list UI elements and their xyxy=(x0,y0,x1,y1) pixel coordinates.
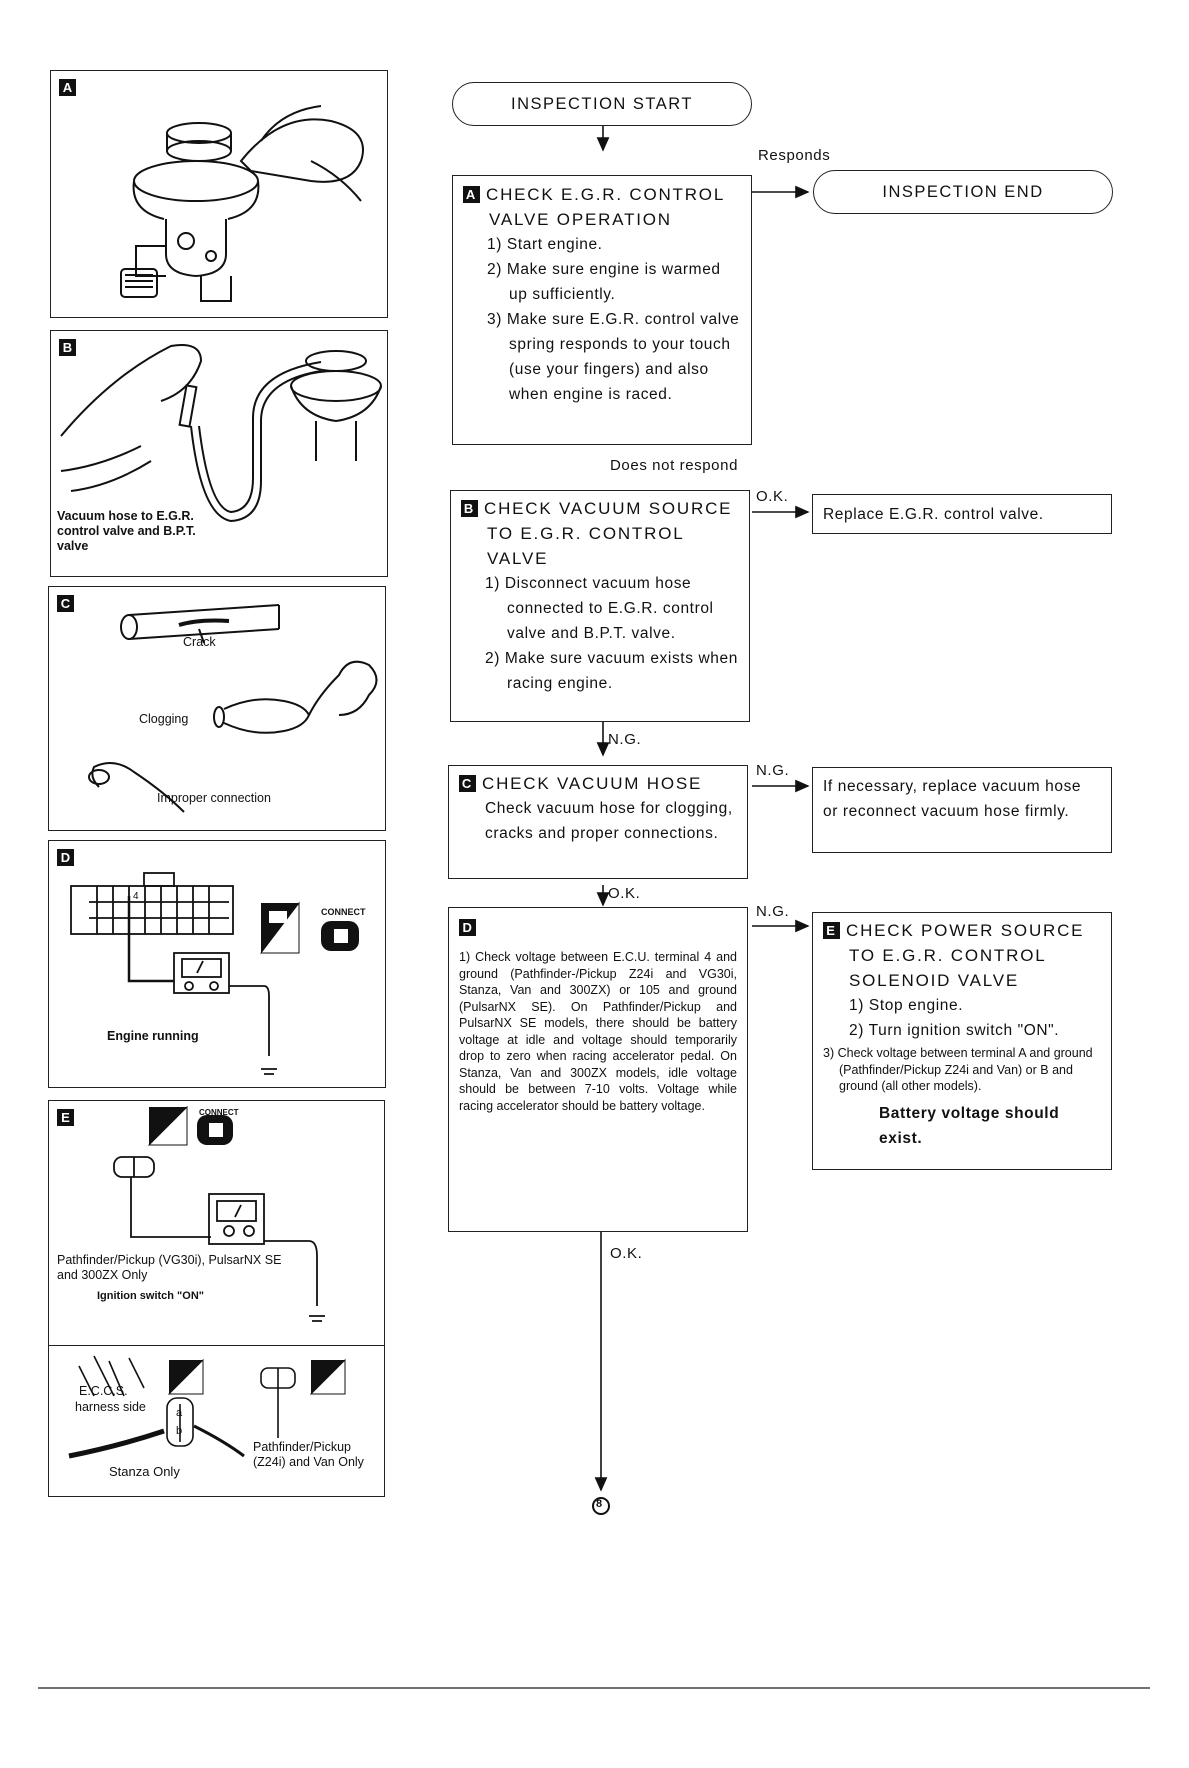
box-e-note-2: exist. xyxy=(879,1129,923,1147)
box-c-tag: C xyxy=(459,775,476,792)
check-egr-valve-operation-box: A CHECK E.G.R. CONTROL VALVE OPERATION 1)… xyxy=(452,175,752,445)
box-c-text: Check vacuum hose for clogging, cracks a… xyxy=(485,800,733,842)
box-e-step-2: 2) Turn ignition switch "ON". xyxy=(849,1022,1060,1039)
panel-f-connector-views: E.C.C.S. harness side a b Stanza Only Pa… xyxy=(48,1345,385,1497)
improper-connection-label: Improper connection xyxy=(157,791,271,805)
box-e-step-3: 3) Check voltage between terminal A and … xyxy=(823,1046,1093,1093)
box-e-tag: E xyxy=(823,922,840,939)
box-a-step-3: 3) Make sure E.G.R. control valve spring… xyxy=(487,311,740,403)
ignition-on-label: Ignition switch "ON" xyxy=(97,1290,204,1302)
replace-egr-valve-text: Replace E.G.R. control valve. xyxy=(823,506,1044,523)
connector-terminal-a-label: a xyxy=(176,1407,183,1419)
terminal-4-label: 4 xyxy=(133,891,139,902)
box-b-step-1: 1) Disconnect vacuum hose connected to E… xyxy=(485,575,714,642)
box-e-title-1: CHECK POWER SOURCE xyxy=(846,921,1085,940)
box-e-step-1: 1) Stop engine. xyxy=(849,997,964,1014)
hs-label-e: H S xyxy=(167,1133,183,1143)
crack-label: Crack xyxy=(183,635,216,649)
ng-label-2: N.G. xyxy=(756,762,790,779)
box-e-title-2: TO E.G.R. CONTROL xyxy=(849,946,1047,965)
panel-e-caption: Pathfinder/Pickup (VG30i), PulsarNX SE a… xyxy=(57,1253,282,1282)
check-ecu-voltage-box: D 1) Check voltage between E.C.U. termin… xyxy=(448,907,748,1232)
responds-label: Responds xyxy=(758,147,831,164)
box-b-title-3: VALVE xyxy=(487,549,549,568)
stanza-only-label: Stanza Only xyxy=(109,1464,180,1479)
box-c-title: CHECK VACUUM HOSE xyxy=(482,774,703,793)
panel-a-egr-valve: A xyxy=(50,70,388,318)
panel-c-tag: C xyxy=(57,595,74,612)
clogging-label: Clogging xyxy=(139,712,189,726)
inspection-end-label: INSPECTION END xyxy=(882,183,1044,201)
panel-b-caption: Vacuum hose to E.G.R. control valve and … xyxy=(57,509,196,553)
box-d-tag: D xyxy=(459,919,476,936)
check-vacuum-hose-box: C CHECK VACUUM HOSE Check vacuum hose for… xyxy=(448,765,748,879)
panel-b-tag: B xyxy=(59,339,76,356)
continue-to-step-8: 8 xyxy=(596,1498,603,1510)
ng-label-3: N.G. xyxy=(756,903,790,920)
pathfinder-van-only-label: Pathfinder/Pickup (Z24i) and Van Only xyxy=(253,1440,364,1469)
ok-label-2: O.K. xyxy=(608,885,641,902)
box-d-text: 1) Check voltage between E.C.U. terminal… xyxy=(459,950,737,1113)
panel-e-tag: E xyxy=(57,1109,74,1126)
panel-c-hose-checks: C Crack Clogging Improper connection xyxy=(48,586,386,831)
connect-label-e: CONNECT xyxy=(199,1108,239,1117)
box-e-title-3: SOLENOID VALVE xyxy=(849,971,1020,990)
eccs-label: E.C.C.S. xyxy=(79,1384,128,1398)
vacuum-hose-illustration xyxy=(60,344,382,523)
box-b-tag: B xyxy=(461,500,478,517)
hose-defects-illustration xyxy=(88,604,378,813)
check-vacuum-source-box: B CHECK VACUUM SOURCE TO E.G.R. CONTROL V… xyxy=(450,490,750,722)
hs-label: H S xyxy=(277,939,294,950)
solenoid-voltmeter-illustration xyxy=(113,1105,325,1322)
box-a-step-2: 2) Make sure engine is warmed up suffici… xyxy=(487,261,721,303)
inspection-end-terminal: INSPECTION END xyxy=(813,170,1113,214)
inspection-start-terminal: INSPECTION START xyxy=(452,82,752,126)
box-a-title-2: VALVE OPERATION xyxy=(489,210,672,229)
connect-label: CONNECT xyxy=(321,907,366,917)
ok-label-1: O.K. xyxy=(756,488,789,505)
replace-or-reconnect-hose-box: If necessary, replace vacuum hose or rec… xyxy=(812,767,1112,853)
panel-e-solenoid-voltage: E CONNECT H S Pathfinder/Pickup (VG30i),… xyxy=(48,1100,385,1348)
panel-b-vacuum-hose: B Vacuum hose to E.G.R. control valve an… xyxy=(50,330,388,577)
box-b-title-2: TO E.G.R. CONTROL xyxy=(487,524,685,543)
replace-or-reconnect-hose-text: If necessary, replace vacuum hose or rec… xyxy=(823,778,1082,820)
box-a-title-1: CHECK E.G.R. CONTROL xyxy=(486,185,726,204)
box-a-step-1: 1) Start engine. xyxy=(487,236,603,253)
box-b-step-2: 2) Make sure vacuum exists when racing e… xyxy=(485,650,738,692)
box-e-note-1: Battery voltage should xyxy=(879,1104,1060,1122)
ng-label-1: N.G. xyxy=(608,731,642,748)
egr-valve-illustration xyxy=(120,105,364,302)
box-a-tag: A xyxy=(463,186,480,203)
does-not-respond-label: Does not respond xyxy=(610,457,739,474)
panel-d-ecu-voltage: D 4 H S CONNECT Engine running xyxy=(48,840,386,1088)
panel-d-tag: D xyxy=(57,849,74,866)
panel-a-tag: A xyxy=(59,79,76,96)
check-solenoid-power-box: E CHECK POWER SOURCE TO E.G.R. CONTROL SO… xyxy=(812,912,1112,1170)
box-b-title-1: CHECK VACUUM SOURCE xyxy=(484,499,733,518)
ok-label-3: O.K. xyxy=(610,1245,643,1262)
engine-running-label: Engine running xyxy=(107,1029,199,1043)
harness-side-label: harness side xyxy=(75,1400,146,1414)
connector-terminal-b-label: b xyxy=(176,1425,183,1437)
inspection-start-label: INSPECTION START xyxy=(511,95,693,113)
ecu-connector-voltmeter-illustration xyxy=(70,872,359,1075)
harness-connector-illustration xyxy=(68,1355,346,1459)
replace-egr-valve-box: Replace E.G.R. control valve. xyxy=(812,494,1112,534)
